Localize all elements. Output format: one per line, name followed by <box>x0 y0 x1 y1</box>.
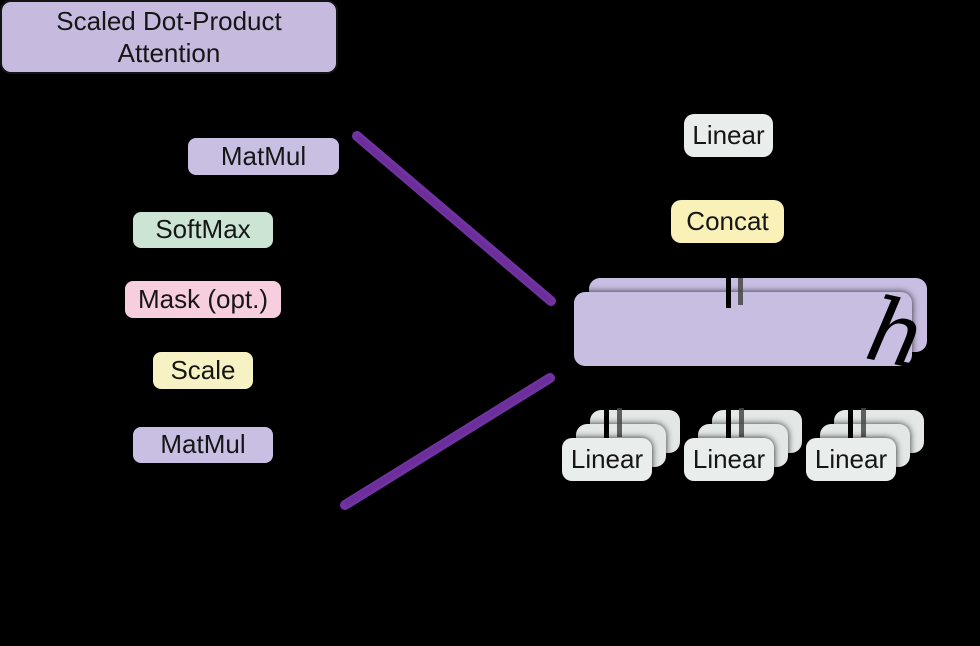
linear-k-connector-line <box>726 401 731 439</box>
concat-connector-line <box>726 244 731 308</box>
concat-connector-line-shadow <box>738 278 743 305</box>
matmul-top-box: MatMul <box>188 138 339 175</box>
linear-q-connector-line <box>848 401 853 439</box>
matmul-bottom-box: MatMul <box>133 427 273 463</box>
linear-q-label: Linear <box>814 444 888 474</box>
scale-box: Scale <box>153 352 253 389</box>
matmul-bottom-label: MatMul <box>160 429 246 460</box>
mask-opt-label: Mask (opt.) <box>137 283 269 314</box>
linear-output-label: Linear <box>692 119 765 150</box>
concat-label: Concat <box>686 205 769 236</box>
mask-opt-box: Mask (opt.) <box>125 281 281 318</box>
zoom-marker-line-bottom <box>340 373 555 510</box>
linear-k-connector-line-shadow <box>739 408 744 437</box>
linear-v-connector-line <box>604 401 609 439</box>
zoom-marker-line-top-texture <box>355 135 552 303</box>
matmul-top-label: MatMul <box>220 140 307 171</box>
linear-q-connector-line-shadow <box>861 408 866 437</box>
linear-k-box: Linear <box>684 438 774 481</box>
linear-output-box: Linear <box>684 114 773 157</box>
linear-v-label: Linear <box>570 444 644 474</box>
softmax-label: SoftMax <box>155 214 251 245</box>
zoom-marker-line-top <box>352 131 556 306</box>
softmax-box: SoftMax <box>133 212 273 248</box>
attention-stack-layer-middle <box>574 292 912 366</box>
linear-v-box: Linear <box>562 438 652 481</box>
linear-q-box: Linear <box>806 438 896 481</box>
linear-v-connector-line-shadow <box>617 408 622 437</box>
scaled-dot-product-attention-box: Scaled Dot-Product Attention <box>0 0 338 74</box>
zoom-marker-line-bottom-texture <box>344 376 551 506</box>
linear-k-label: Linear <box>692 444 766 474</box>
concat-box: Concat <box>671 200 784 243</box>
scale-label: Scale <box>170 354 236 385</box>
scaled-dot-product-attention-label: Scaled Dot-Product Attention <box>56 5 282 69</box>
